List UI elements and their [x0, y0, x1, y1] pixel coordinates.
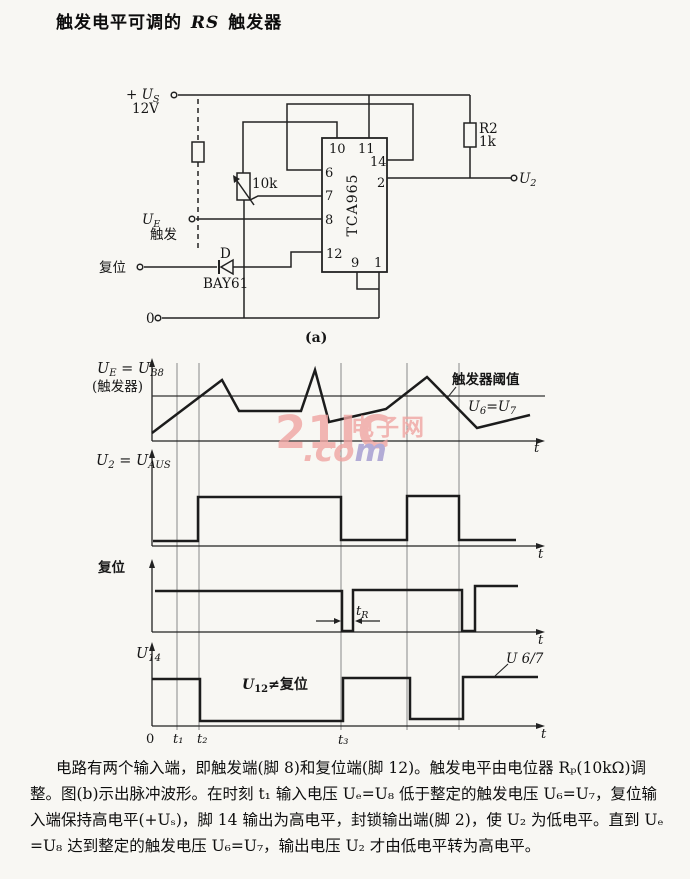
tr-annotation — [316, 618, 380, 624]
page-title-em: RS — [190, 13, 220, 33]
wf1-yaxis-arrow — [149, 358, 155, 367]
trigger-terminal — [188, 215, 196, 223]
wf1-label: UE = UB8 — [97, 361, 164, 379]
r2-value: 1k — [479, 134, 497, 150]
wf4-t-label: t — [541, 727, 547, 742]
wf4-yaxis-arrow — [149, 642, 155, 651]
ic-body — [321, 137, 388, 273]
wf2-t-label: t — [538, 547, 544, 562]
wf1-analog-curve — [151, 365, 531, 434]
wf1-taxis-arrow — [536, 438, 545, 444]
ic-pin-1: 1 — [374, 256, 382, 271]
ic-pin-14: 14 — [370, 155, 387, 170]
ic-pin-8: 8 — [325, 213, 333, 228]
figure-caption-a: (a) — [305, 330, 327, 346]
ic-pin-11: 11 — [358, 142, 375, 157]
page-title-pre: 触发电平可调的 — [56, 13, 182, 33]
wf3-yaxis-arrow — [149, 559, 155, 568]
tick-0: 0 — [146, 732, 154, 745]
ic-pin-10: 10 — [329, 142, 346, 157]
tr-label: tR — [356, 604, 368, 621]
wf4-label: U14 — [136, 646, 161, 664]
tr-right-arrowhead — [355, 618, 362, 624]
threshold-title: 触发器阈值 — [452, 371, 520, 388]
trigger-label: UE — [142, 212, 160, 230]
wf4-taxis-arrow — [536, 723, 545, 729]
wf3-axes — [151, 562, 538, 633]
diode-type: BAY61 — [203, 276, 248, 292]
body-line-1: 电路有两个输入端，即触发端(脚 8)和复位端(脚 12)。触发电平由电位器 Rₚ… — [56, 759, 646, 777]
pin14-feedback-wire — [286, 103, 414, 171]
wf4-pin14-wave — [152, 675, 538, 723]
wf3-taxis-arrow — [536, 629, 545, 635]
r2-label: R2 — [479, 121, 498, 137]
wf4-axes — [151, 645, 538, 727]
wf2-output-wave — [153, 494, 516, 543]
u67-pointer-line — [494, 663, 509, 677]
reset-terminal — [136, 263, 144, 271]
wf2-axes — [151, 452, 538, 547]
circuit-schematic: + US 12V R2 1k 10k U2 UE 触发 复位 D BAY61 0… — [99, 87, 536, 346]
body-paragraph: 电路有两个输入端，即触发端(脚 8)和复位端(脚 12)。触发电平由电位器 Rₚ… — [30, 755, 664, 859]
pin10-wire — [242, 121, 338, 173]
u67-label: U 6/7 — [506, 651, 544, 667]
threshold-pointer-line — [447, 386, 457, 398]
diode-triangle — [219, 258, 234, 276]
supply-terminal — [170, 91, 178, 99]
wf3-label: 复位 — [97, 559, 125, 576]
wf2-label: U2 = UAUS — [96, 453, 171, 471]
reset-wire-right — [233, 251, 322, 268]
ic-pin-6: 6 — [325, 166, 333, 181]
page-title-post: 触发器 — [228, 13, 283, 33]
pot-wiper-line — [234, 177, 255, 206]
ground-terminal — [154, 314, 162, 322]
wf2-yaxis-arrow — [149, 449, 155, 458]
supply-label: + US — [126, 87, 160, 105]
optional-resistor — [191, 141, 205, 163]
ground-label: 0 — [146, 311, 155, 327]
wf1-label-cn: (触发器) — [92, 379, 143, 395]
ic-pin-7: 7 — [325, 189, 333, 204]
pin9-pin1-wire — [356, 272, 380, 318]
ic-pin-2: 2 — [377, 176, 385, 191]
output-terminal — [510, 174, 518, 182]
pin7-wire — [249, 195, 322, 201]
circuit-wires — [136, 91, 518, 322]
pot-wiper-arrowhead — [233, 175, 240, 183]
threshold-value: U6=U7 — [468, 399, 517, 417]
supply-voltage: 12V — [132, 101, 159, 117]
output-label: U2 — [519, 171, 536, 189]
wf4-note: U12≠复位 — [242, 676, 308, 695]
wf3-t-label: t — [538, 633, 544, 648]
wave-axes — [149, 358, 545, 729]
wf2-taxis-arrow — [536, 543, 545, 549]
ic-pin-9: 9 — [351, 256, 359, 271]
tick-t3: t₃ — [338, 733, 348, 745]
body-line-3: 入端保持高电平(+Uₛ)，脚 14 输出为高电平，封锁输出端(脚 2)，使 U₂… — [30, 811, 664, 829]
tr-left-arrowhead — [334, 618, 341, 624]
resistor-r2 — [463, 122, 477, 148]
wf1-axes — [151, 362, 538, 442]
body-line-4: =U₈ 达到整定的触发电压 U₆=U₇，输出电压 U₂ 才由低电平转为高电平。 — [30, 837, 541, 855]
ic-name: TCA965 — [345, 174, 361, 237]
pot-value: 10k — [252, 176, 278, 192]
reset-label-cn: 复位 — [99, 259, 126, 276]
wave-traces — [151, 365, 538, 723]
body-line-2: 整。图(b)示出脉冲波形。在时刻 t₁ 输入电压 Uₑ=U₈ 低于整定的触发电压… — [30, 785, 657, 803]
diode-ref: D — [220, 246, 231, 262]
tick-t2: t₂ — [197, 732, 207, 745]
waveform-diagram: UE = UB8 (触发器) 触发器阈值 U6=U7 t U2 = UAUS t… — [92, 358, 547, 745]
wf3-reset-wave — [155, 584, 518, 633]
ic-pin-12: 12 — [326, 247, 343, 262]
trigger-label-cn: 触发 — [150, 227, 177, 243]
page-title: 触发电平可调的 RS 触发器 — [56, 8, 282, 33]
wf1-t-label: t — [534, 441, 540, 456]
tick-t1: t₁ — [173, 732, 183, 745]
